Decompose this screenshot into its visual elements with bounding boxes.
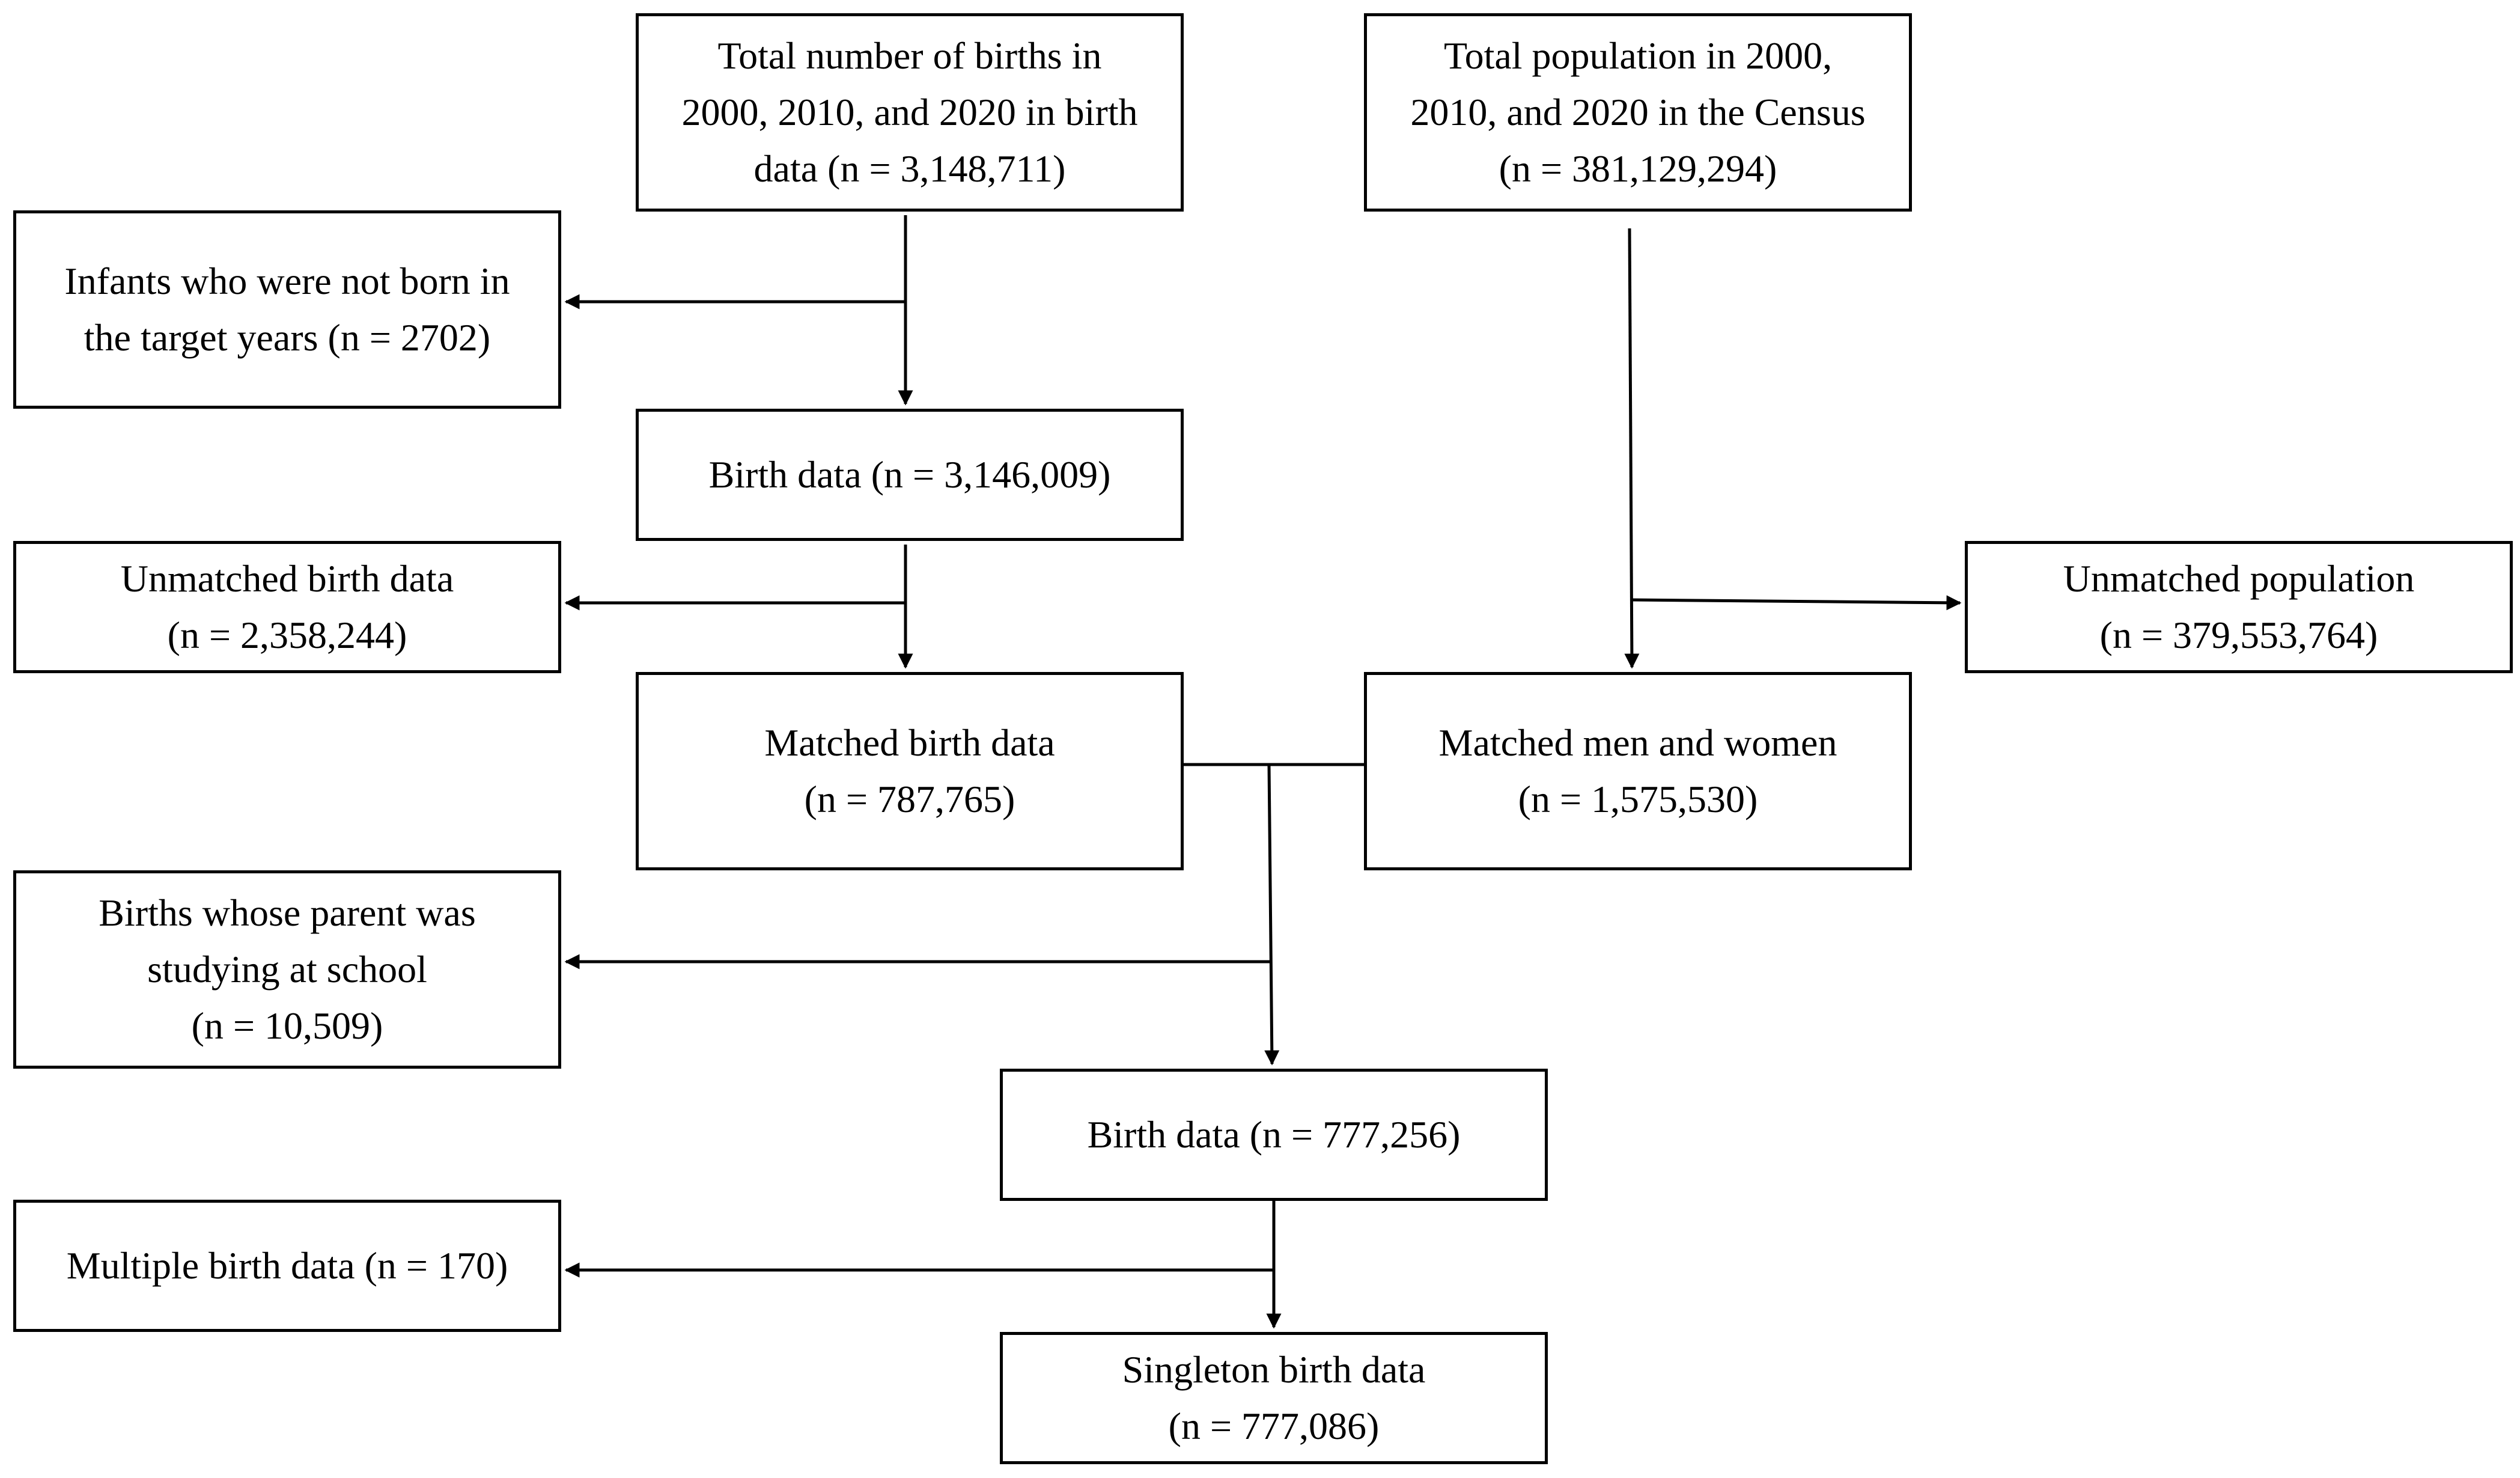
multiple-birth-data-text: Multiple birth data (n = 170) (66, 1244, 508, 1287)
singleton-birth-data-text: Singleton birth data (n = 777,086) (1122, 1348, 1426, 1447)
total-births-text: Total number of births in 2000, 2010, an… (681, 34, 1138, 191)
multiple-birth-data-box: Multiple birth data (n = 170) (13, 1200, 561, 1332)
unmatched-birth-data-box: Unmatched birth data (n = 2,358,244) (13, 541, 561, 673)
parent-studying-box: Births whose parent was studying at scho… (13, 870, 561, 1069)
not-born-target-years-box: Infants who were not born in the target … (13, 210, 561, 409)
singleton-birth-data-box: Singleton birth data (n = 777,086) (1000, 1332, 1548, 1464)
not-born-target-years-text: Infants who were not born in the target … (64, 259, 510, 359)
matched-birth-data-box: Matched birth data (n = 787,765) (636, 672, 1184, 870)
total-population-box: Total population in 2000, 2010, and 2020… (1364, 13, 1912, 212)
birth-data-box-2: Birth data (n = 777,256) (1000, 1069, 1548, 1201)
matched-birth-data-text: Matched birth data (n = 787,765) (764, 721, 1055, 820)
birth-data-box-1: Birth data (n = 3,146,009) (636, 409, 1184, 541)
arrow-to-unmatched-population (1631, 595, 1962, 611)
arrow-merge-to-birth-data-2 (1264, 764, 1280, 1066)
unmatched-birth-data-text: Unmatched birth data (n = 2,358,244) (120, 557, 454, 656)
arrow-population-to-matched (1624, 228, 1640, 669)
matched-men-women-text: Matched men and women (n = 1,575,530) (1438, 721, 1837, 820)
matched-men-women-box: Matched men and women (n = 1,575,530) (1364, 672, 1912, 870)
total-births-box: Total number of births in 2000, 2010, an… (636, 13, 1184, 212)
unmatched-population-box: Unmatched population (n = 379,553,764) (1965, 541, 2513, 673)
birth-data-text-2: Birth data (n = 777,256) (1087, 1113, 1461, 1156)
birth-data-text-1: Birth data (n = 3,146,009) (708, 453, 1111, 496)
total-population-text: Total population in 2000, 2010, and 2020… (1410, 34, 1866, 191)
unmatched-population-text: Unmatched population (n = 379,553,764) (2063, 557, 2415, 656)
parent-studying-text: Births whose parent was studying at scho… (99, 891, 476, 1048)
